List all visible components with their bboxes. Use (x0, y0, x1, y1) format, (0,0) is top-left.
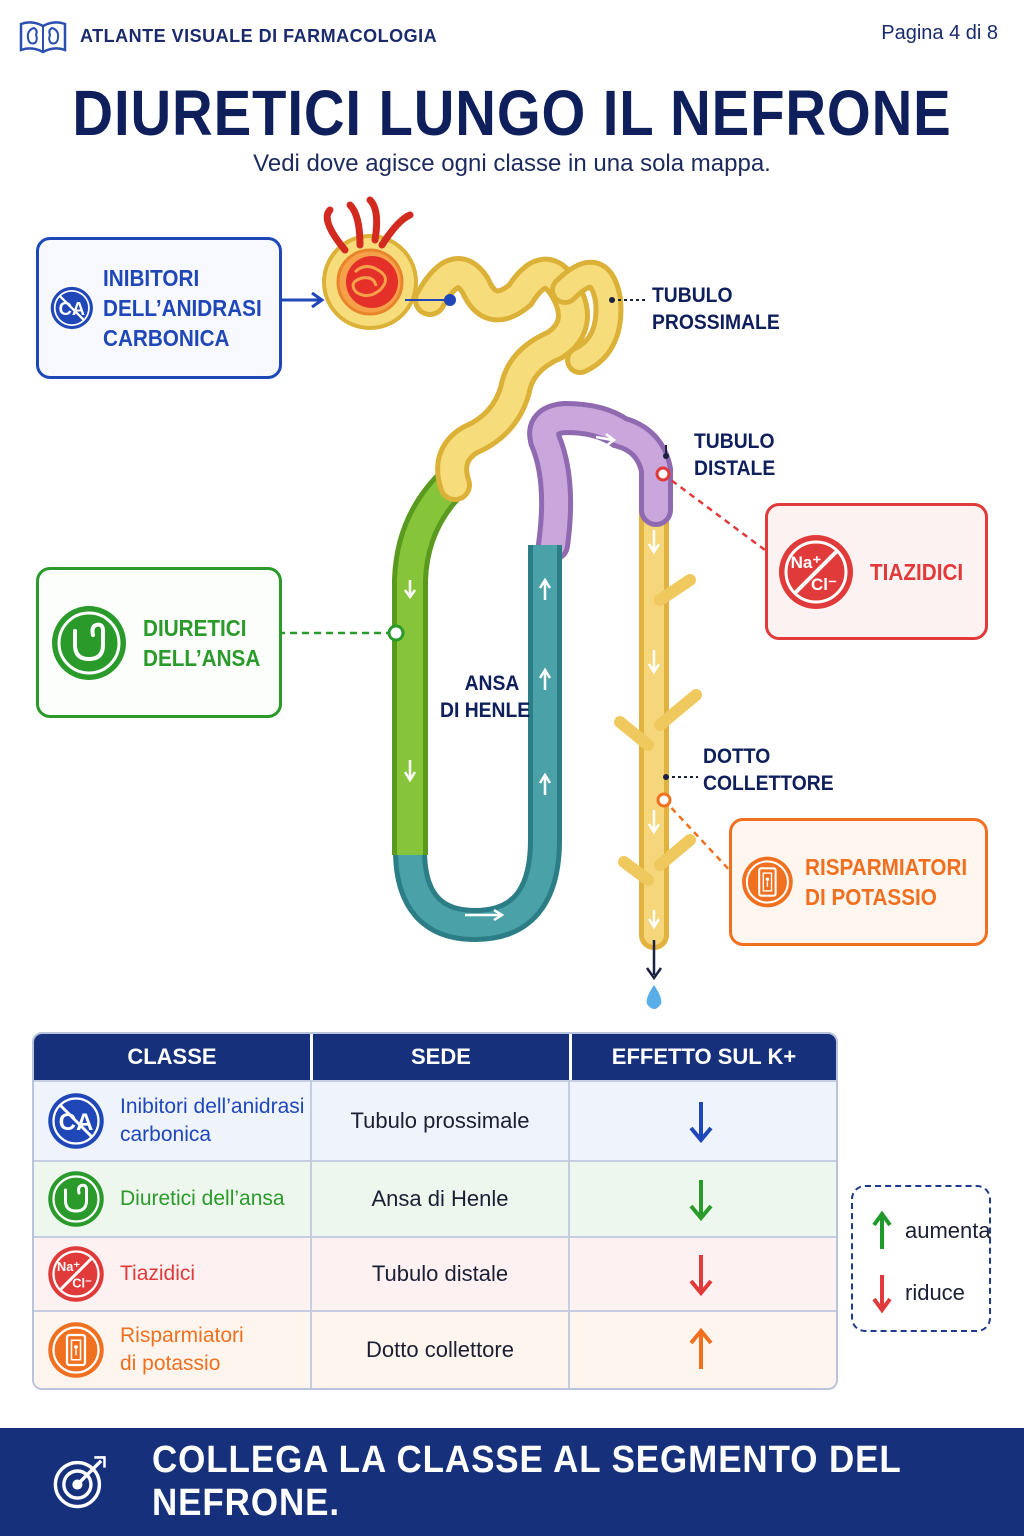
effect-cell (570, 1082, 832, 1160)
potassium-channel-icon (48, 1322, 104, 1378)
callout-line: DI POTASSIO (804, 884, 937, 910)
callout-line: CARBONICA (102, 325, 230, 351)
ascending-limb (393, 545, 562, 943)
legend: aumenta riduce (851, 1185, 991, 1332)
header-classe: CLASSE (34, 1034, 313, 1080)
effect-cell (570, 1312, 832, 1388)
descending-limb (392, 466, 468, 855)
header-sede: SEDE (313, 1034, 572, 1080)
class-cell: Diuretici dell’ansa (34, 1162, 312, 1236)
callout-tiazidici: Na⁺ Cl⁻ TIAZIDICI (765, 503, 988, 640)
svg-text:Na⁺: Na⁺ (57, 1259, 80, 1274)
arrow-up-icon (872, 1211, 892, 1249)
legend-label: aumenta (905, 1218, 991, 1243)
svg-text:Cl⁻: Cl⁻ (811, 575, 837, 594)
table-row: CA Inibitori dell’anidrasi carbonica Tubu… (34, 1080, 836, 1160)
svg-text:Na⁺: Na⁺ (791, 553, 822, 572)
target-icon (53, 1456, 106, 1509)
site-cell: Dotto collettore (312, 1312, 570, 1388)
callout-line: INIBITORI (102, 265, 199, 291)
table-row: Risparmiatori di potassio Dotto collettor… (34, 1310, 836, 1388)
arrow-down-icon (689, 1255, 713, 1297)
arrow-down-icon (872, 1275, 892, 1313)
carbonic-anhydrase-inhibitor-icon: CA (48, 1093, 104, 1149)
footer-text: COLLEGA LA CLASSE AL SEGMENTO DEL NEFRON… (151, 1439, 901, 1524)
callout-inibitori-anidrasi-carbonica: CA INIBITORI DELL’ANIDRASI CARBONICA (36, 237, 282, 379)
book-kidney-logo-icon (19, 21, 67, 54)
class-name: Tiazidici (120, 1262, 196, 1285)
collecting-duct (614, 495, 702, 1009)
distal-tubule (527, 400, 673, 562)
nephron-diagram (278, 196, 786, 1009)
potassium-channel-icon (742, 856, 793, 908)
proximal-tubule (413, 256, 624, 502)
atlas-title: ATLANTE VISUALE DI FARMACOLOGIA (80, 25, 438, 46)
class-cell: CA Inibitori dell’anidrasi carbonica (34, 1082, 312, 1160)
summary-table: CLASSE SEDE EFFETTO SUL K+ CA Inibitori … (32, 1032, 838, 1390)
flow-arrows (403, 433, 661, 930)
legend-item-riduce: riduce (871, 1273, 965, 1313)
site-cell: Ansa di Henle (312, 1162, 570, 1236)
table-row: Na⁺ Cl⁻ Tiazidici Tubulo distale (34, 1236, 836, 1310)
loop-icon (52, 605, 126, 680)
arrow-down-icon (689, 1180, 713, 1222)
class-cell: Risparmiatori di potassio (34, 1312, 312, 1388)
header: ATLANTE VISUALE DI FARMACOLOGIA (18, 18, 437, 54)
class-name: Risparmiatori (120, 1324, 244, 1347)
class-name: di potassio (120, 1352, 221, 1375)
callout-line: DIURETICI (143, 614, 247, 641)
callout-line: RISPARMIATORI (804, 854, 967, 880)
class-name: Inibitori dell’anidrasi (120, 1095, 305, 1118)
callout-risparmiatori-potassio: RISPARMIATORI DI POTASSIO (729, 818, 988, 946)
footer-banner: COLLEGA LA CLASSE AL SEGMENTO DEL NEFRON… (0, 1428, 1024, 1536)
callout-line: DELL’ANIDRASI (102, 295, 262, 321)
site-cell: Tubulo distale (312, 1238, 570, 1310)
class-name: Diuretici dell’ansa (120, 1187, 285, 1210)
site-cell: Tubulo prossimale (312, 1082, 570, 1160)
page-title: DIURETICI LUNGO IL NEFRONE (72, 77, 952, 149)
urine-drop-icon (646, 985, 662, 1009)
callout-diuretici-ansa: DIURETICI DELL’ANSA (36, 567, 282, 718)
class-name: carbonica (120, 1123, 212, 1146)
arrow-down-icon (689, 1102, 713, 1144)
table-row: Diuretici dell’ansa Ansa di Henle (34, 1160, 836, 1236)
carbonic-anhydrase-inhibitor-icon: CA (50, 286, 93, 330)
loop-icon (48, 1171, 104, 1227)
na-cl-icon: Na⁺ Cl⁻ (48, 1246, 104, 1302)
page-subtitle: Vedi dove agisce ogni classe in una sola… (253, 150, 771, 177)
class-cell: Na⁺ Cl⁻ Tiazidici (34, 1238, 312, 1310)
arrow-up-icon (689, 1327, 713, 1369)
effect-cell (570, 1162, 832, 1236)
legend-label: riduce (905, 1280, 965, 1305)
header-effetto: EFFETTO SUL K+ (611, 1044, 797, 1069)
effect-cell (570, 1238, 832, 1310)
legend-item-aumenta: aumenta (871, 1211, 991, 1251)
svg-text:Cl⁻: Cl⁻ (72, 1276, 92, 1291)
glomerulus (322, 196, 418, 330)
page-number: Pagina 4 di 8 (881, 22, 998, 44)
na-cl-icon: Na⁺ Cl⁻ (779, 534, 853, 609)
callout-line: TIAZIDICI (870, 558, 964, 585)
table-header: CLASSE SEDE EFFETTO SUL K+ (34, 1034, 836, 1080)
callout-line: DELL’ANSA (143, 644, 261, 671)
